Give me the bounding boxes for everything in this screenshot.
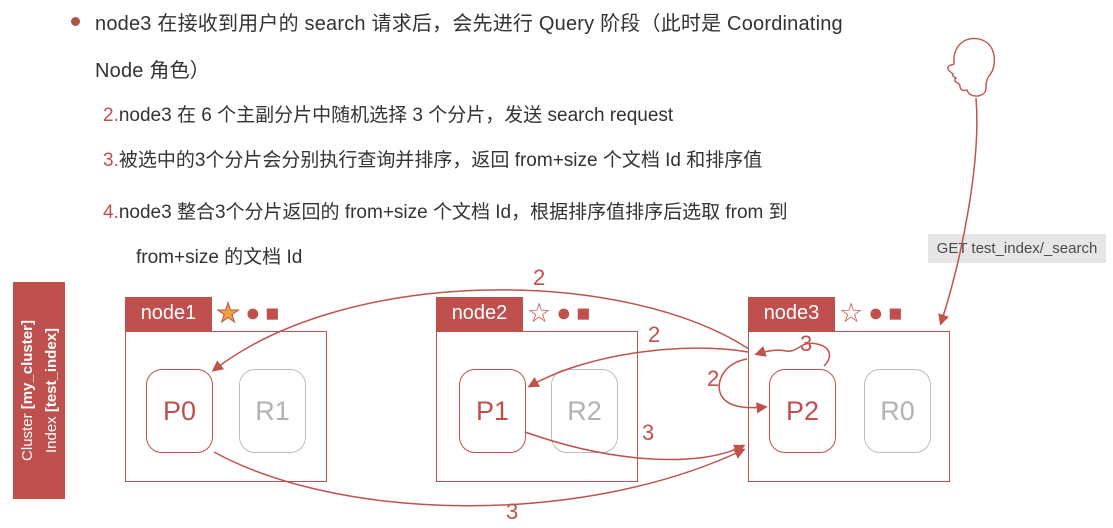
node2-role-icons: ☆ ● ■ (522, 296, 590, 330)
node3-title: node3 (748, 297, 835, 331)
intro-line-2: Node 角色） (95, 60, 210, 82)
data-node-circle-icon: ● (245, 298, 261, 327)
step-4-number: 4. (103, 202, 119, 223)
step-3-text: 被选中的3个分片会分别执行查询并排序，返回 from+size 个文档 Id 和… (118, 150, 763, 171)
node1-title: node1 (125, 297, 212, 331)
node3-body: P2 R0 (748, 331, 950, 482)
shard-r1: R1 (239, 369, 306, 453)
data-node-circle-icon: ● (868, 298, 884, 327)
arrow-user-to-node3 (938, 97, 978, 326)
node1-role-icons: ★ ● ■ (211, 296, 279, 330)
node1-box: node1 ★ ● ■ P0 R1 (125, 297, 327, 482)
master-eligible-star-icon: ☆ (527, 297, 552, 328)
master-star-icon: ★ (215, 297, 241, 328)
shard-p2: P2 (769, 369, 836, 453)
shard-p0: P0 (146, 369, 213, 453)
bullet-dot (71, 17, 80, 26)
coordinating-square-icon: ■ (576, 299, 591, 326)
arrow-label-query-p1: 2 (648, 322, 661, 347)
node1-body: P0 R1 (125, 331, 327, 482)
step-2: 2.node3 在 6 个主副分片中随机选择 3 个分片，发送 search r… (103, 100, 673, 127)
cluster-index-banner-text: Cluster [my_cluster] Index [test_index] (13, 282, 65, 499)
shard-p1: P1 (459, 369, 526, 453)
arrow-label-query-p0: 2 (533, 265, 546, 290)
coordinating-square-icon: ■ (265, 299, 280, 326)
shard-r2: R2 (551, 369, 618, 453)
arrow-label-return-p1: 3 (642, 420, 655, 445)
intro-line-1: node3 在接收到用户的 search 请求后，会先进行 Query 阶段（此… (95, 13, 843, 35)
cluster-index-banner: Cluster [my_cluster] Index [test_index] (13, 282, 65, 499)
node3-box: node3 ☆ ● ■ P2 R0 (748, 297, 950, 482)
step-4-continued: from+size 的文档 Id (136, 247, 303, 268)
step-2-text: node3 在 6 个主副分片中随机选择 3 个分片，发送 search req… (118, 105, 674, 126)
coordinating-square-icon: ■ (888, 299, 903, 326)
index-line: Index [test_index] (43, 327, 60, 454)
arrow-label-query-p2: 2 (707, 366, 720, 391)
step-3: 3.被选中的3个分片会分别执行查询并排序，返回 from+size 个文档 Id… (103, 145, 762, 172)
step-4-text: node3 整合3个分片返回的 from+size 个文档 Id，根据排序值排序… (118, 202, 788, 223)
step-2-number: 2. (103, 105, 119, 126)
node2-title: node2 (436, 297, 523, 331)
node3-role-icons: ☆ ● ■ (834, 296, 902, 330)
node2-box: node2 ☆ ● ■ P1 R2 (436, 297, 638, 482)
arrow-label-return-p0: 3 (506, 499, 519, 524)
data-node-circle-icon: ● (556, 298, 572, 327)
step-4: 4.node3 整合3个分片返回的 from+size 个文档 Id，根据排序值… (103, 197, 788, 224)
shard-r0: R0 (864, 369, 931, 453)
user-head-icon (947, 37, 996, 97)
master-eligible-star-icon: ☆ (839, 297, 864, 328)
search-request-label: GET test_index/_search (928, 234, 1106, 263)
node2-body: P1 R2 (436, 331, 638, 482)
cluster-line: Cluster [my_cluster] (19, 320, 36, 461)
step-3-number: 3. (103, 150, 119, 171)
